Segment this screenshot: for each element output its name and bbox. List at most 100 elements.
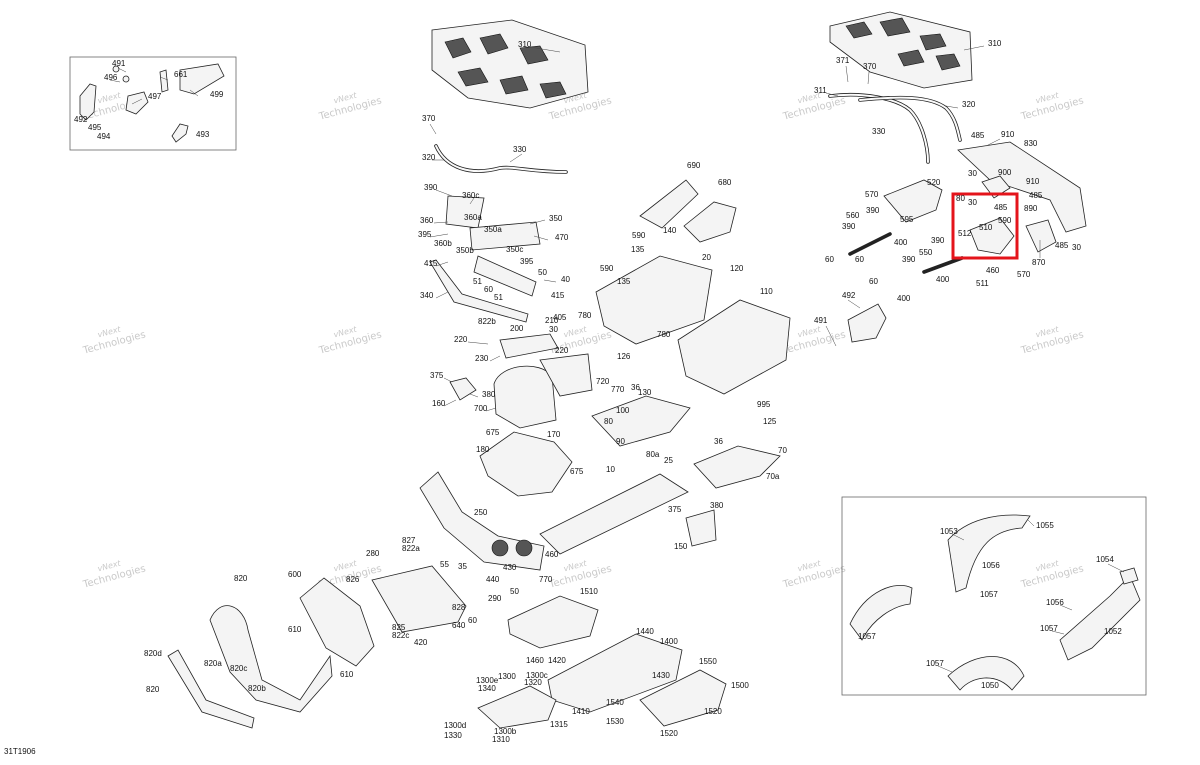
- part-number-label: 470: [555, 233, 569, 242]
- part-shape: [845, 17, 961, 71]
- part-shape: [595, 255, 713, 345]
- inset-frame-top-left: [69, 56, 237, 151]
- part-number-label: 36: [631, 383, 640, 392]
- part-number-label: 30: [968, 169, 977, 178]
- part-shape: [112, 65, 120, 73]
- part-number-label: 350a: [484, 225, 502, 234]
- part-number-label: 150: [674, 542, 688, 551]
- part-number-label: 330: [513, 145, 527, 154]
- part-number-label: 130: [638, 388, 652, 397]
- part-number-label: 590: [600, 264, 614, 273]
- leader-line: [435, 261, 449, 267]
- part-number-label: 1400: [660, 637, 678, 646]
- part-shape: [469, 221, 541, 251]
- part-shape: [639, 669, 727, 727]
- part-number-label: 200: [510, 324, 524, 333]
- part-number-label: 1430: [652, 671, 670, 680]
- leader-line: [467, 341, 489, 345]
- part-number-label: 390: [902, 255, 916, 264]
- part-shape: [1025, 219, 1057, 253]
- part-shape: [591, 395, 691, 447]
- leader-line: [1027, 519, 1035, 527]
- drawing-number: 31T1906: [4, 747, 36, 756]
- part-number-label: 680: [718, 178, 732, 187]
- part-number-label: 220: [454, 335, 468, 344]
- part-number-label: 250: [474, 508, 488, 517]
- part-number-label: 1050: [981, 681, 999, 690]
- part-number-label: 1300b: [494, 727, 517, 736]
- part-number-label: 560: [846, 211, 860, 220]
- part-shape: [445, 195, 485, 229]
- part-number-label: 820c: [230, 664, 247, 673]
- part-number-label: 675: [570, 467, 584, 476]
- part-number-label: 395: [418, 230, 432, 239]
- part-shape: [847, 303, 887, 343]
- part-number-label: 511: [976, 279, 989, 288]
- part-number-label: 830: [1024, 139, 1038, 148]
- part-number-label: 90: [616, 437, 625, 446]
- leader-line: [529, 46, 561, 53]
- part-shape: [639, 179, 699, 229]
- part-number-label: 330: [872, 127, 886, 136]
- part-number-label: 320: [962, 100, 976, 109]
- part-shape: [429, 259, 529, 323]
- part-number-label: 50: [510, 587, 519, 596]
- part-number-label: 1310: [492, 735, 510, 744]
- part-number-label: 460: [986, 266, 1000, 275]
- part-number-label: 1057: [926, 659, 944, 668]
- part-number-label: 600: [288, 570, 302, 579]
- part-number-label: 400: [897, 294, 911, 303]
- part-number-label: 30: [1072, 243, 1081, 252]
- leader-line: [845, 65, 849, 83]
- part-number-label: 60: [869, 277, 878, 286]
- part-number-label: 380: [710, 501, 724, 510]
- part-number-label: 870: [1032, 258, 1046, 267]
- part-shape: [435, 145, 567, 173]
- part-number-label: 390: [424, 183, 438, 192]
- part-number-label: 340: [420, 291, 434, 300]
- part-number-label: 995: [757, 400, 771, 409]
- part-number-label: 1054: [1096, 555, 1114, 564]
- part-number-label: 1440: [636, 627, 654, 636]
- part-number-label: 100: [616, 406, 630, 415]
- part-number-label: 485: [1029, 191, 1043, 200]
- part-number-label: 371: [836, 56, 850, 65]
- part-number-label: 35: [458, 562, 467, 571]
- part-number-label: 1520: [704, 707, 722, 716]
- part-shape: [883, 179, 943, 223]
- part-number-label: 370: [863, 62, 877, 71]
- part-number-label: 140: [663, 226, 677, 235]
- part-number-label: 390: [866, 206, 880, 215]
- part-number-label: 80: [604, 417, 613, 426]
- part-shape: [947, 656, 1025, 691]
- part-shape: [122, 75, 130, 83]
- part-number-label: 590: [632, 231, 646, 240]
- part-number-label: 826: [346, 575, 360, 584]
- part-shape: [493, 365, 557, 429]
- leader-line: [117, 67, 127, 73]
- part-number-label: 496: [104, 73, 118, 82]
- part-number-label: 180: [476, 445, 490, 454]
- leader-line: [429, 233, 449, 238]
- leader-line: [469, 393, 479, 398]
- leader-line: [489, 355, 501, 362]
- part-shape: [969, 217, 1015, 255]
- part-number-label: 820: [146, 685, 160, 694]
- leader-line: [867, 71, 870, 85]
- part-number-label: 493: [196, 130, 210, 139]
- part-number-label: 20: [702, 253, 711, 262]
- part-number-label: 290: [488, 594, 502, 603]
- leader-line: [951, 533, 965, 541]
- part-number-label: 570: [1017, 270, 1031, 279]
- leader-line: [985, 138, 1001, 147]
- part-number-label: 822c: [392, 631, 409, 640]
- part-number-label: 512: [958, 229, 972, 238]
- part-number-label: 661: [174, 70, 188, 79]
- part-shape: [179, 63, 225, 95]
- part-number-label: 60: [825, 255, 834, 264]
- part-number-label: 280: [366, 549, 380, 558]
